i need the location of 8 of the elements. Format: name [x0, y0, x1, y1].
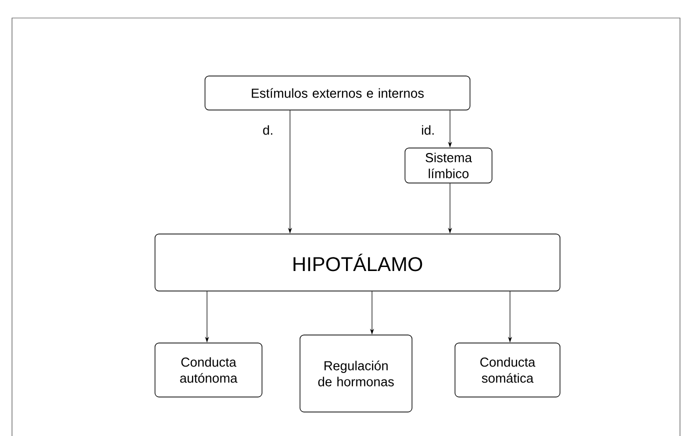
edge-label: d.: [262, 124, 274, 136]
hypothalamus-box: HIPOTÁLAMO: [154, 234, 560, 292]
edge-label: id.: [420, 124, 436, 136]
process-box: Sistema límbico: [404, 148, 492, 184]
process-box: Conducta autónoma: [154, 342, 262, 398]
process-box: Regulación de hormonas: [300, 334, 412, 412]
process-box: Conducta somática: [454, 342, 560, 398]
process-box: Estímulos externos e internos: [204, 76, 470, 110]
